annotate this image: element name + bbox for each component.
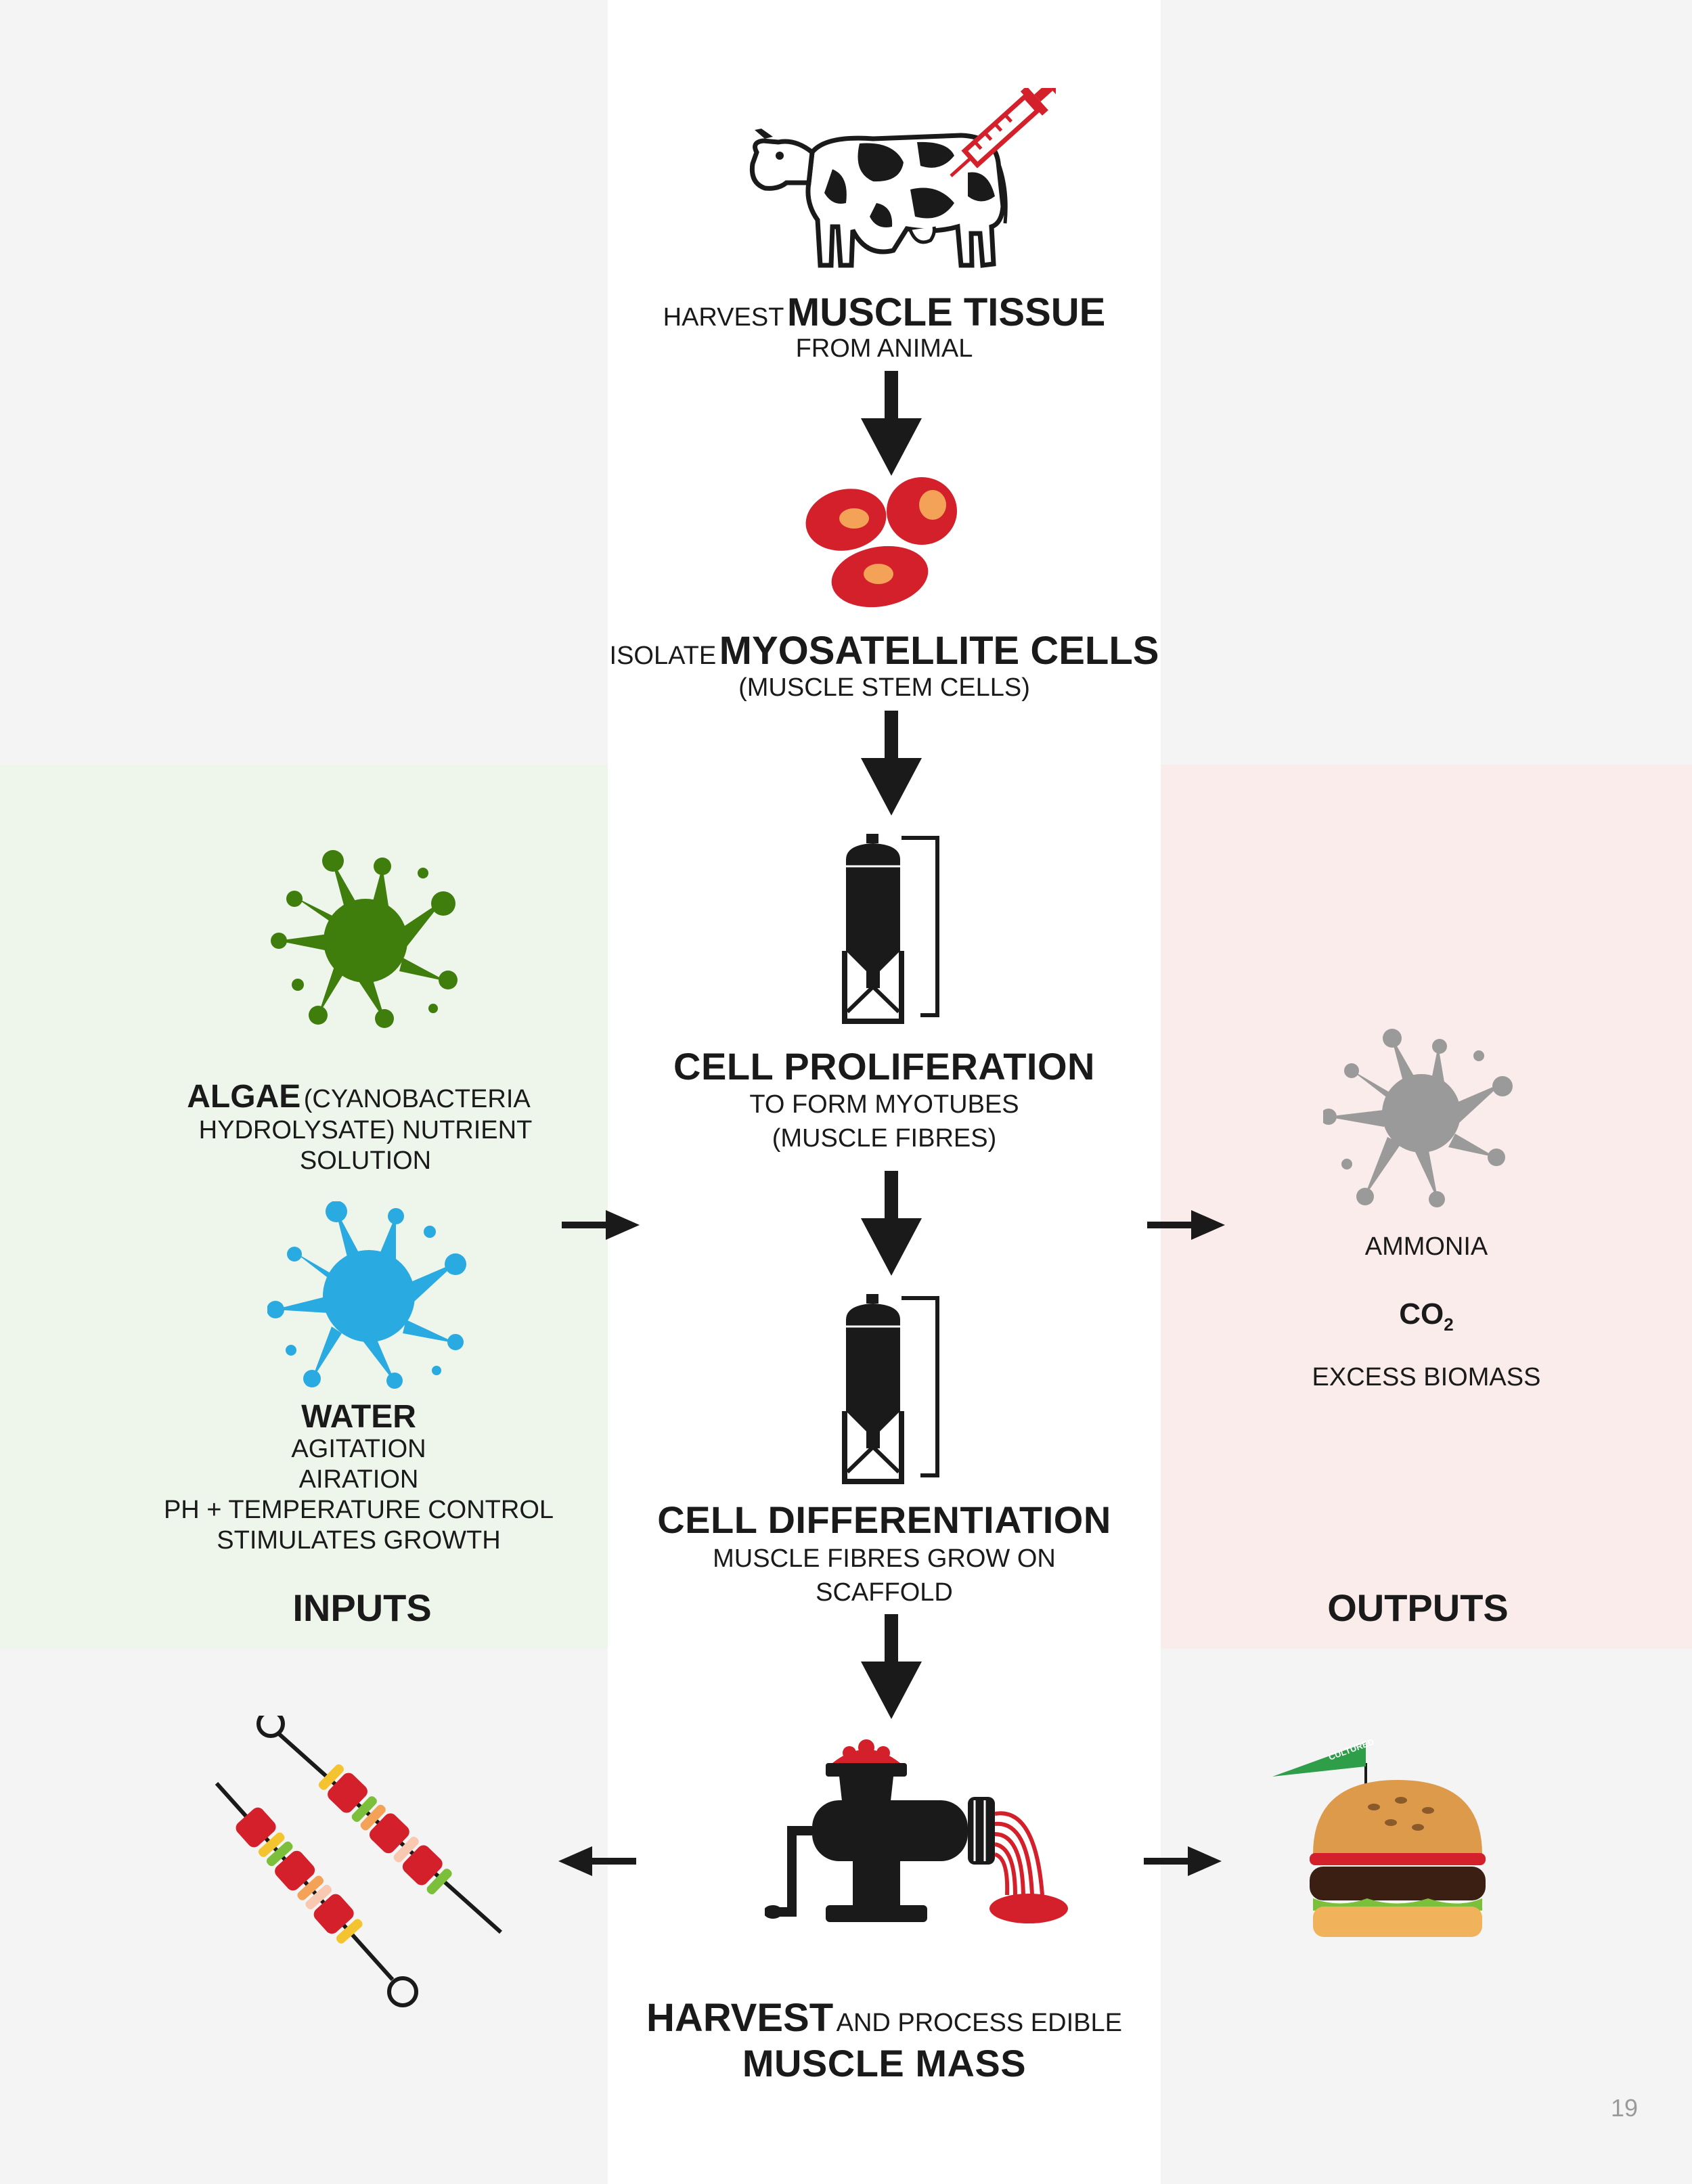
differentiation-subtitle-1: MUSCLE FIBRES GROW ON	[713, 1544, 1056, 1573]
final-step-title-2: MUSCLE MASS	[742, 2042, 1027, 2085]
harvest-tissue-subtitle: FROM ANIMAL	[795, 334, 973, 363]
right-arrow-icon	[1144, 1846, 1222, 1876]
co2-label: CO2	[1399, 1297, 1454, 1335]
bioreactor-icon	[842, 834, 939, 1024]
water-splash-icon	[267, 1201, 466, 1389]
water-line-4: STIMULATES GROWTH	[217, 1526, 501, 1555]
final-step-title: HARVEST AND PROCESS EDIBLE	[646, 1996, 1122, 2040]
algae-line-3: SOLUTION	[299, 1146, 432, 1175]
right-arrow-icon	[1147, 1210, 1225, 1240]
flag-icon	[1272, 1743, 1366, 1777]
waste-splash-icon	[1323, 1029, 1513, 1207]
algae-splash-icon	[271, 850, 458, 1028]
water-line-2: AIRATION	[298, 1465, 419, 1494]
proliferation-title: CELL PROLIFERATION	[673, 1045, 1095, 1088]
ammonia-label: AMMONIA	[1364, 1232, 1488, 1261]
algae-line-2: HYDROLYSATE) NUTRIENT	[198, 1116, 533, 1144]
harvest-tissue-title: HARVEST MUSCLE TISSUE	[663, 290, 1106, 334]
cow-syringe-icon	[749, 88, 1056, 268]
excess-biomass-label: EXCESS BIOMASS	[1312, 1363, 1541, 1391]
outputs-heading: OUTPUTS	[1327, 1586, 1509, 1629]
inputs-heading: INPUTS	[292, 1586, 432, 1629]
muscle-cells-icon	[805, 477, 957, 608]
water-line-1: AGITATION	[291, 1435, 426, 1463]
meat-grinder-icon	[765, 1739, 1068, 1923]
down-arrow-icon	[861, 1614, 922, 1719]
differentiation-title: CELL DIFFERENTIATION	[657, 1498, 1111, 1541]
isolate-title: ISOLATE MYOSATELLITE CELLS	[609, 629, 1159, 673]
differentiation-subtitle-2: SCAFFOLD	[816, 1578, 953, 1607]
down-arrow-icon	[861, 711, 922, 816]
right-arrow-icon	[562, 1210, 640, 1240]
proliferation-subtitle-2: (MUSCLE FIBRES)	[772, 1124, 997, 1153]
isolate-subtitle: (MUSCLE STEM CELLS)	[738, 673, 1030, 702]
proliferation-subtitle-1: TO FORM MYOTUBES	[749, 1090, 1019, 1119]
kebab-skewers-icon	[215, 1716, 502, 2007]
cultured-burger-icon: CULTURED	[1272, 1737, 1486, 1937]
inputs-panel-background	[0, 765, 608, 1649]
bioreactor-icon	[842, 1294, 939, 1484]
algae-title: ALGAE (CYANOBACTERIA	[187, 1079, 531, 1115]
down-arrow-icon	[861, 371, 922, 476]
down-arrow-icon	[861, 1171, 922, 1276]
water-title: WATER	[301, 1399, 416, 1435]
page-number: 19	[1610, 2094, 1639, 2122]
water-line-3: PH + TEMPERATURE CONTROL	[163, 1496, 554, 1524]
left-arrow-icon	[558, 1846, 636, 1876]
outputs-panel-background	[1161, 765, 1692, 1649]
